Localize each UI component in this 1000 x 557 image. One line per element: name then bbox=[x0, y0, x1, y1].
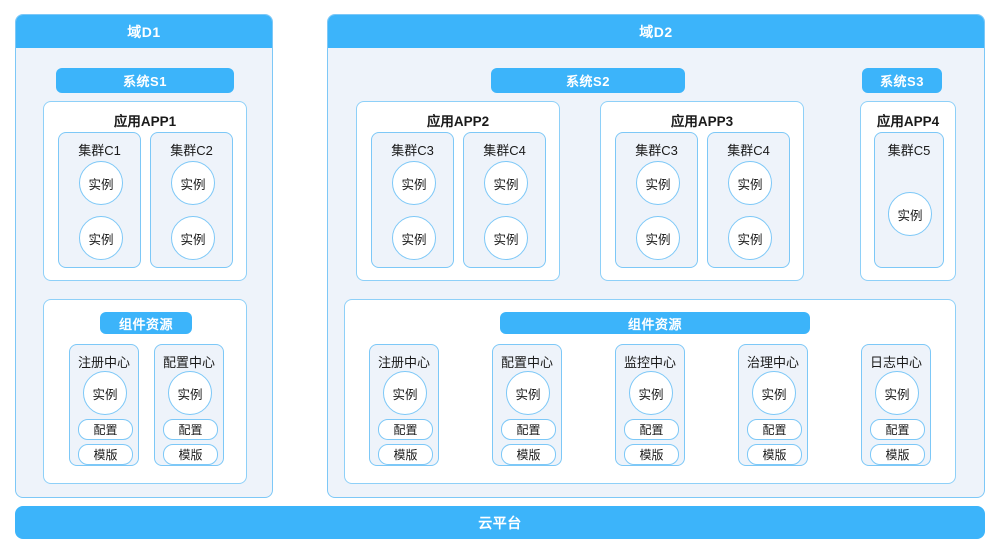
component-resources-d2: 组件资源 注册中心 实例 配置 模版 配置中心 实例 配置 模版 监控中心 实例… bbox=[344, 299, 956, 484]
cluster-c1: 集群C1 实例 实例 bbox=[58, 132, 141, 268]
app-app1-title: 应用APP1 bbox=[113, 114, 177, 129]
cluster-c2-title: 集群C2 bbox=[170, 143, 213, 158]
instance-circle: 实例 bbox=[83, 371, 127, 415]
cluster-c5: 集群C5 实例 bbox=[874, 132, 944, 268]
system-s1-label: 系统S1 bbox=[56, 68, 234, 93]
cluster-c4-title: 集群C4 bbox=[727, 143, 770, 158]
app-app1: 应用APP1 集群C1 实例 实例 集群C2 实例 实例 bbox=[43, 101, 247, 281]
template-tag: 模版 bbox=[501, 444, 556, 465]
component-title: 日志中心 bbox=[869, 355, 922, 370]
cloud-platform-bar: 云平台 bbox=[15, 506, 985, 539]
cloud-platform-label: 云平台 bbox=[478, 514, 522, 531]
cluster-c4: 集群C4 实例 实例 bbox=[463, 132, 546, 268]
component-title: 监控中心 bbox=[623, 355, 676, 370]
domain-d2-title: 域D2 bbox=[639, 23, 673, 40]
app-app2-title: 应用APP2 bbox=[426, 114, 490, 129]
domain-d2-header: 域D2 bbox=[328, 15, 984, 48]
config-tag: 配置 bbox=[163, 419, 218, 440]
cluster-c3: 集群C3 实例 实例 bbox=[371, 132, 454, 268]
instance-circle: 实例 bbox=[79, 161, 123, 205]
instance-circle: 实例 bbox=[728, 216, 772, 260]
instance-circle: 实例 bbox=[752, 371, 796, 415]
instance-circle: 实例 bbox=[875, 371, 919, 415]
template-tag: 模版 bbox=[870, 444, 925, 465]
component-card: 治理中心 实例 配置 模版 bbox=[738, 344, 808, 466]
component-title: 配置中心 bbox=[500, 355, 553, 370]
instance-circle: 实例 bbox=[168, 371, 212, 415]
instance-circle: 实例 bbox=[484, 161, 528, 205]
cluster-c3: 集群C3 实例 实例 bbox=[615, 132, 698, 268]
component-resources-d1-label-text: 组件资源 bbox=[118, 316, 173, 332]
component-title: 注册中心 bbox=[77, 355, 130, 370]
component-resources-d1: 组件资源 注册中心 实例 配置 模版 配置中心 实例 配置 模版 bbox=[43, 299, 247, 484]
cluster-c3-title: 集群C3 bbox=[635, 143, 678, 158]
config-tag: 配置 bbox=[378, 419, 433, 440]
app-app2: 应用APP2 集群C3 实例 实例 集群C4 实例 实例 bbox=[356, 101, 560, 281]
app-app4: 应用APP4 集群C5 实例 bbox=[860, 101, 956, 281]
component-card: 日志中心 实例 配置 模版 bbox=[861, 344, 931, 466]
config-tag: 配置 bbox=[78, 419, 133, 440]
instance-circle: 实例 bbox=[171, 216, 215, 260]
template-tag: 模版 bbox=[163, 444, 218, 465]
cluster-c4-title: 集群C4 bbox=[483, 143, 526, 158]
component-title: 注册中心 bbox=[377, 355, 430, 370]
config-tag: 配置 bbox=[501, 419, 556, 440]
instance-circle: 实例 bbox=[888, 192, 932, 236]
template-tag: 模版 bbox=[78, 444, 133, 465]
cluster-c2: 集群C2 实例 实例 bbox=[150, 132, 233, 268]
component-title: 治理中心 bbox=[746, 355, 799, 370]
system-s1-label-text: 系统S1 bbox=[123, 74, 167, 89]
component-card: 注册中心 实例 配置 模版 bbox=[69, 344, 139, 466]
app-app3: 应用APP3 集群C3 实例 实例 集群C4 实例 实例 bbox=[600, 101, 804, 281]
cluster-c5-title: 集群C5 bbox=[887, 143, 931, 158]
template-tag: 模版 bbox=[378, 444, 433, 465]
system-s3-label-text: 系统S3 bbox=[880, 74, 924, 89]
instance-circle: 实例 bbox=[383, 371, 427, 415]
component-resources-d1-label: 组件资源 bbox=[100, 312, 192, 334]
system-s2-label-text: 系统S2 bbox=[566, 74, 610, 89]
instance-circle: 实例 bbox=[728, 161, 772, 205]
config-tag: 配置 bbox=[870, 419, 925, 440]
component-title: 配置中心 bbox=[162, 355, 215, 370]
instance-circle: 实例 bbox=[392, 161, 436, 205]
component-resources-d2-label: 组件资源 bbox=[500, 312, 810, 334]
config-tag: 配置 bbox=[624, 419, 679, 440]
app-app4-title: 应用APP4 bbox=[876, 114, 940, 129]
domain-d1-header: 域D1 bbox=[16, 15, 272, 48]
instance-circle: 实例 bbox=[171, 161, 215, 205]
template-tag: 模版 bbox=[747, 444, 802, 465]
domain-d2: 域D2 系统S2 系统S3 应用APP2 集群C3 实例 实例 集群C4 实例 … bbox=[327, 14, 985, 498]
component-card: 监控中心 实例 配置 模版 bbox=[615, 344, 685, 466]
domain-d1: 域D1 系统S1 应用APP1 集群C1 实例 实例 集群C2 实例 实例 组件… bbox=[15, 14, 273, 498]
domain-d1-title: 域D1 bbox=[127, 23, 161, 40]
component-card: 配置中心 实例 配置 模版 bbox=[492, 344, 562, 466]
instance-circle: 实例 bbox=[506, 371, 550, 415]
instance-circle: 实例 bbox=[636, 216, 680, 260]
instance-circle: 实例 bbox=[79, 216, 123, 260]
instance-circle: 实例 bbox=[629, 371, 673, 415]
app-app3-title: 应用APP3 bbox=[670, 114, 734, 129]
component-card: 注册中心 实例 配置 模版 bbox=[369, 344, 439, 466]
template-tag: 模版 bbox=[624, 444, 679, 465]
config-tag: 配置 bbox=[747, 419, 802, 440]
component-resources-d2-label-text: 组件资源 bbox=[627, 316, 682, 332]
instance-circle: 实例 bbox=[392, 216, 436, 260]
cluster-c1-title: 集群C1 bbox=[78, 143, 121, 158]
system-s2-label: 系统S2 bbox=[491, 68, 685, 93]
component-card: 配置中心 实例 配置 模版 bbox=[154, 344, 224, 466]
system-s3-label: 系统S3 bbox=[862, 68, 942, 93]
instance-circle: 实例 bbox=[636, 161, 680, 205]
instance-circle: 实例 bbox=[484, 216, 528, 260]
cluster-c4: 集群C4 实例 实例 bbox=[707, 132, 790, 268]
cluster-c3-title: 集群C3 bbox=[391, 143, 434, 158]
